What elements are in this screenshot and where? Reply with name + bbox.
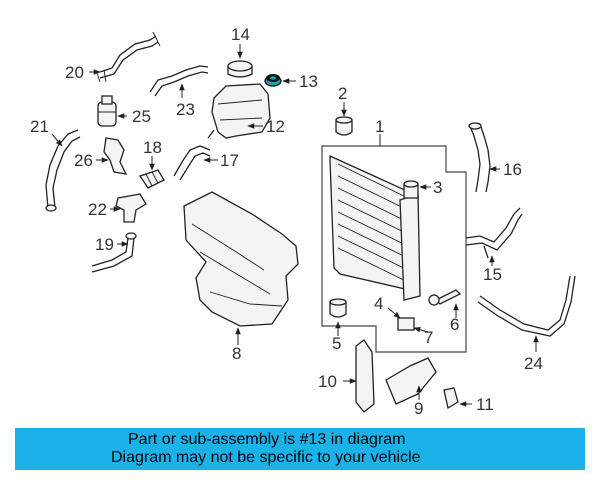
part-1-radiator	[321, 145, 467, 353]
callout-13: 13	[299, 72, 318, 91]
part-11-clip	[443, 387, 459, 410]
part-9-bracket	[385, 357, 437, 405]
callout-17: 17	[220, 151, 239, 170]
part-12-reservoir	[207, 83, 271, 139]
part-21-hose	[45, 129, 81, 212]
part-17-hose	[173, 145, 211, 181]
leader-lines	[51, 44, 539, 407]
callout-8: 8	[232, 344, 241, 363]
callout-22: 22	[88, 200, 107, 219]
callout-7: 7	[424, 328, 433, 347]
callout-labels: 1 2 3 4 5 6 7 8 9 10 11 12 13 14 15 16 1…	[30, 25, 543, 418]
callout-23: 23	[176, 100, 195, 119]
callout-24: 24	[524, 354, 543, 373]
callout-2: 2	[338, 84, 347, 103]
part-13-cap	[264, 74, 282, 87]
callout-1: 1	[375, 117, 384, 136]
callout-25: 25	[132, 107, 151, 126]
callout-10: 10	[318, 372, 337, 391]
callout-12: 12	[266, 117, 285, 136]
callout-5: 5	[332, 334, 341, 353]
part-14-cap	[227, 60, 253, 78]
callout-19: 19	[95, 235, 114, 254]
part-8-shroud	[183, 191, 299, 327]
banner-line-2: Diagram may not be specific to your vehi…	[111, 449, 421, 466]
part-15-hose	[465, 207, 523, 259]
callout-20: 20	[65, 63, 84, 82]
callout-26: 26	[74, 151, 93, 170]
part-24-pipe	[477, 275, 576, 337]
parts-diagram: 1 2 3 4 5 6 7 8 9 10 11 12 13 14 15 16 1…	[30, 25, 576, 418]
info-banner: Part or sub-assembly is #13 in diagram D…	[15, 428, 585, 470]
callout-16: 16	[503, 160, 522, 179]
banner-line-1: Part or sub-assembly is #13 in diagram	[128, 431, 406, 448]
part-4-block	[397, 317, 415, 331]
part-10-bracket	[355, 339, 375, 413]
callout-9: 9	[414, 399, 423, 418]
callout-15: 15	[483, 265, 502, 284]
part-20-hose	[95, 31, 161, 83]
part-25-thermostat	[97, 95, 117, 127]
part-6-plug	[428, 289, 462, 306]
callout-3: 3	[433, 178, 442, 197]
part-16-hose	[468, 122, 491, 193]
part-3-neck	[403, 180, 419, 199]
callout-4: 4	[374, 294, 383, 313]
part-2-cap	[335, 116, 353, 136]
callout-11: 11	[476, 395, 494, 414]
callout-21: 21	[30, 117, 49, 136]
callout-18: 18	[143, 138, 162, 157]
callout-14: 14	[231, 25, 250, 44]
part-18-fitting	[138, 169, 165, 189]
callout-6: 6	[450, 315, 459, 334]
part-26-bracket	[103, 137, 128, 175]
part-5-cap	[329, 298, 347, 318]
part-23-hose	[149, 65, 209, 97]
part-22-connector	[115, 193, 147, 223]
